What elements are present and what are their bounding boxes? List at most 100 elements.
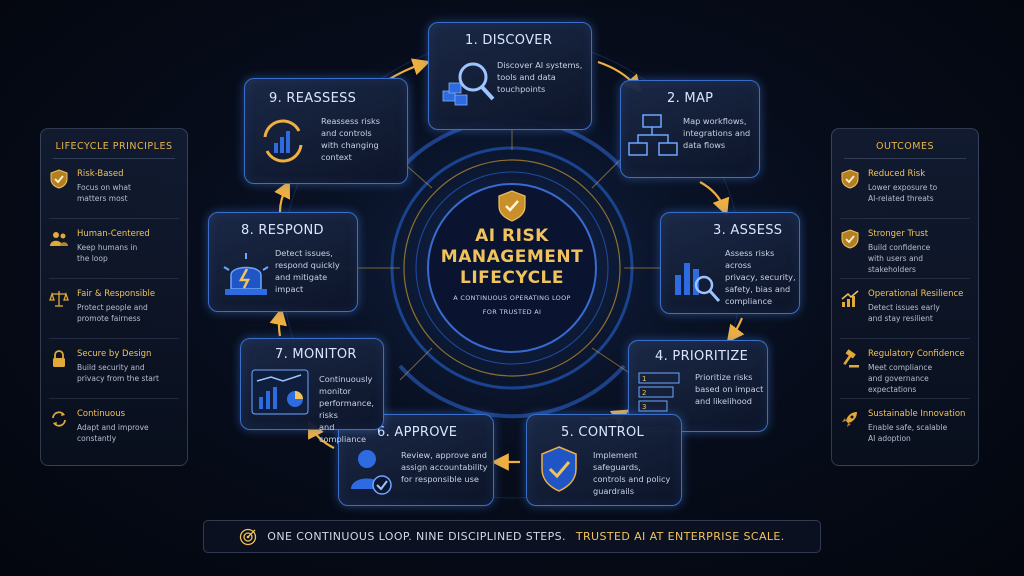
shield-check-icon [49,169,69,189]
side-item-description: with users and [868,254,924,263]
center-title-line: MANAGEMENT [440,247,584,267]
magnifier-cubes-icon [439,59,497,117]
side-item-description: matters most [77,194,128,203]
rocket-icon [840,409,860,429]
side-item-title: Reduced Risk [868,169,926,179]
shield-check-icon [840,229,860,249]
svg-text:2: 2 [642,389,646,397]
side-item-title: Continuous [77,409,126,419]
step-card-discover[interactable]: 1. DISCOVER Discover AI systems,tools an… [428,22,592,130]
step-card-respond[interactable]: 8. RESPOND Detect issues,respond quickly… [208,212,358,312]
side-item-description: Meet compliance [868,363,933,372]
center-title-line: AI RISK [475,226,549,246]
side-item-description: Build security and [77,363,145,372]
side-item-description: constantly [77,434,117,443]
step-title: 1. DISCOVER [465,33,553,48]
divider [53,158,175,159]
side-item-description: and stay resilient [868,314,933,323]
side-item-description: and governance [868,374,929,383]
side-item-title: Sustainable Innovation [868,409,966,419]
side-item-description: Detect issues early [868,303,940,312]
side-item-description: AI adoption [868,434,911,443]
target-icon [240,528,257,545]
ranked-list-icon: 1 2 3 [637,371,681,417]
step-title: 2. MAP [667,91,714,106]
side-item-description: the loop [77,254,108,263]
step-title: 5. CONTROL [561,425,645,440]
step-title: 8. RESPOND [241,223,324,238]
svg-text:3: 3 [642,403,646,411]
footer-highlight: TRUSTED AI AT ENTERPRISE SCALE. [575,530,785,543]
shield-check-icon [840,169,860,189]
lock-icon [49,349,69,369]
step-title: 6. APPROVE [377,425,458,440]
step-card-control[interactable]: 5. CONTROL Implement safeguards,controls… [526,414,682,506]
side-item-title: Operational Resilience [868,289,964,299]
side-item-description: expectations [868,385,917,394]
principles-title: LIFECYCLE PRINCIPLES [55,141,173,152]
outcomes-title: OUTCOMES [875,141,935,152]
people-icon [49,229,69,249]
refresh-chart-icon [257,117,309,169]
dashboard-icon [251,369,309,421]
side-item-description: Enable safe, scalable [868,423,948,432]
step-title: 3. ASSESS [713,223,783,238]
center-subtitle-line: FOR TRUSTED AI [482,308,542,316]
side-item-description: privacy from the start [77,374,159,383]
scales-icon [49,289,69,309]
step-title: 9. REASSESS [269,91,357,106]
side-item-title: Regulatory Confidence [868,349,965,359]
step-description: Implement safeguards,controls and policy… [593,450,671,496]
center-hub: AI RISK MANAGEMENT LIFECYCLE A CONTINUOU… [432,190,592,317]
side-item-description: Lower exposure to [868,183,938,192]
side-item-description: Focus on what [77,183,131,192]
cycle-arrows-icon [49,409,69,429]
side-item-description: Keep humans in [77,243,138,252]
bar-chart-magnifier-icon [673,247,723,309]
footer-banner: ONE CONTINUOUS LOOP. NINE DISCIPLINED ST… [203,520,821,553]
svg-text:1: 1 [642,375,646,383]
alarm-siren-icon [221,249,271,303]
growth-chart-icon [840,289,860,309]
side-item-description: stakeholders [868,265,916,274]
side-item-title: Fair & Responsible [77,289,156,299]
side-item-description: promote fairness [77,314,141,323]
step-title: 7. MONITOR [275,347,357,362]
side-item-title: Stronger Trust [868,229,929,239]
center-subtitle-line: A CONTINUOUS OPERATING LOOP [453,294,571,302]
side-item-description: Adapt and improve [77,423,149,432]
step-title: 4. PRIORITIZE [655,349,749,364]
user-check-icon [349,445,393,501]
side-item-title: Secure by Design [77,349,152,359]
side-item-description: AI-related threats [868,194,934,203]
side-item-title: Human-Centered [77,229,150,239]
gavel-icon [840,349,860,369]
shield-check-icon [498,190,526,222]
shield-check-icon [539,445,579,497]
side-item-title: Risk-Based [77,169,124,179]
center-title-line: LIFECYCLE [460,268,564,288]
